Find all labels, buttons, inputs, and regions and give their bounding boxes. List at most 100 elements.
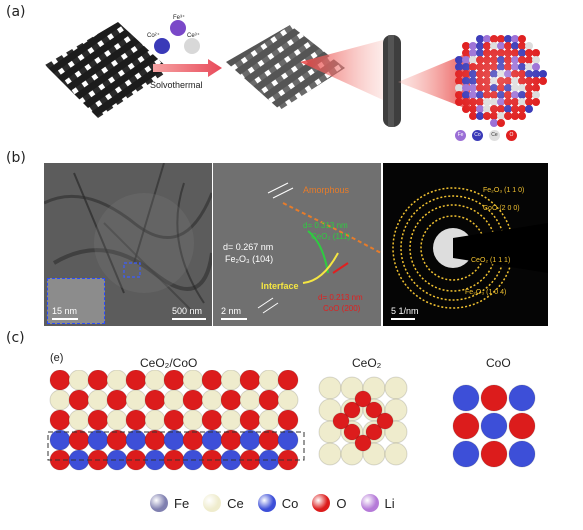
hrtem-scale-bar bbox=[221, 318, 247, 320]
slab-atom bbox=[277, 409, 299, 431]
slab-atom bbox=[277, 429, 299, 451]
coo-atom bbox=[452, 384, 480, 412]
coo-atom bbox=[508, 384, 536, 412]
slab-atom bbox=[49, 370, 71, 391]
ion-label-co: Co²⁺ bbox=[147, 33, 160, 39]
slab-atom bbox=[201, 370, 223, 391]
slab-atom bbox=[49, 389, 71, 411]
slab-atom bbox=[68, 370, 90, 391]
legend-c-item: Co bbox=[257, 494, 299, 512]
ion-label-ce: Ce³⁺ bbox=[187, 33, 200, 39]
model-title-ceo2-coo: CeO₂/CoO bbox=[140, 356, 198, 370]
slab-atom bbox=[144, 370, 166, 391]
panel-a-label: (a) bbox=[6, 4, 26, 20]
coo-atom bbox=[480, 412, 508, 440]
slab-atom bbox=[68, 429, 90, 451]
ceo2-atom bbox=[318, 442, 342, 466]
slab-atom bbox=[125, 370, 147, 391]
slab-atom bbox=[144, 389, 166, 411]
inset-scale: 15 nm bbox=[52, 306, 78, 316]
legend-c-label: Ce bbox=[227, 495, 244, 511]
interface-box bbox=[47, 431, 305, 461]
coo-atom bbox=[452, 412, 480, 440]
spacing-plane-label: Fe₂O₃ (104) bbox=[225, 254, 274, 264]
model-title-coo: CoO bbox=[486, 356, 511, 370]
panel-c-label: (c) bbox=[6, 330, 25, 346]
slab-atom bbox=[220, 429, 242, 451]
slab-atom bbox=[68, 389, 90, 411]
co-ion bbox=[154, 38, 170, 54]
atomic-models bbox=[47, 370, 536, 471]
legend-a-item: O bbox=[506, 130, 517, 141]
saed-rings bbox=[383, 163, 548, 326]
slab-atom bbox=[163, 429, 185, 451]
coated-cloth bbox=[226, 25, 345, 110]
slab-atom bbox=[106, 389, 128, 411]
slab-atom bbox=[239, 429, 261, 451]
red-plane-label: CoO (200) bbox=[323, 304, 361, 313]
legend-a-item: Ce bbox=[489, 130, 500, 141]
ceo2-o-atom bbox=[354, 434, 372, 452]
ceo2-o-atom bbox=[376, 412, 394, 430]
slab-atom bbox=[144, 409, 166, 431]
slab-atom bbox=[49, 429, 71, 451]
red-d-label: d= 0.213 nm bbox=[318, 293, 363, 302]
legend-a-item: Fe bbox=[455, 130, 466, 141]
legend-c-label: Co bbox=[281, 495, 299, 511]
slab-atom bbox=[239, 409, 261, 431]
hrtem-image: Amorphous d= 0.313 nm CeO₂ (111) d= 0.26… bbox=[213, 163, 381, 326]
hrtem-lattice bbox=[213, 163, 381, 326]
slab-atom bbox=[106, 370, 128, 391]
green-d-label: d= 0.313 nm bbox=[303, 221, 348, 230]
slab-atom bbox=[182, 429, 204, 451]
ce-ion bbox=[184, 38, 200, 54]
tem-scale: 500 nm bbox=[172, 306, 203, 316]
legend-c-label: O bbox=[336, 495, 347, 511]
slab-atom bbox=[220, 370, 242, 391]
ceo2-atom bbox=[318, 376, 342, 400]
slab-atom bbox=[106, 429, 128, 451]
saed-scale-bar bbox=[391, 318, 415, 320]
slab-atom bbox=[125, 409, 147, 431]
ring-label-4: Fe₂O₃ (1 0 4) bbox=[465, 289, 507, 296]
slab-atom bbox=[201, 389, 223, 411]
legend-c-item: Fe bbox=[150, 494, 189, 512]
tem-image: 15 nm 500 nm bbox=[44, 163, 212, 326]
slab-atom bbox=[87, 429, 109, 451]
tem-scale-bar bbox=[172, 318, 206, 320]
ceo2-atom bbox=[384, 442, 408, 466]
slab-atom bbox=[239, 389, 261, 411]
solvothermal-arrow bbox=[153, 59, 222, 77]
amorphous-label: Amorphous bbox=[303, 185, 350, 195]
slab-atom bbox=[201, 409, 223, 431]
slab-atom bbox=[258, 389, 280, 411]
spacing-d-label: d= 0.267 nm bbox=[223, 242, 274, 252]
ceo2-o-atom bbox=[343, 401, 361, 419]
panel-b-label: (b) bbox=[6, 150, 26, 166]
panel-e-label: (e) bbox=[50, 352, 64, 364]
slab-atom bbox=[125, 429, 147, 451]
coo-atom bbox=[480, 440, 508, 468]
legend-a-swatch: Fe bbox=[455, 130, 466, 141]
ceo2-o-atom bbox=[365, 401, 383, 419]
slab-atom bbox=[220, 409, 242, 431]
ceo2-o-atom bbox=[354, 390, 372, 408]
slab-atom bbox=[144, 429, 166, 451]
ceo2-o-atom bbox=[332, 412, 350, 430]
slab-atom bbox=[87, 389, 109, 411]
coo-atom bbox=[480, 384, 508, 412]
slab-atom bbox=[87, 370, 109, 391]
hrtem-scale: 2 nm bbox=[221, 306, 242, 316]
legend-c-swatch bbox=[203, 494, 222, 512]
legend-c-swatch bbox=[257, 494, 276, 512]
coo-atom bbox=[452, 440, 480, 468]
ring-label-1: Fe₂O₃ (1 1 0) bbox=[483, 187, 525, 194]
green-plane-label: CeO₂ (111) bbox=[311, 232, 351, 241]
legend-c-swatch bbox=[150, 494, 168, 512]
slab-atom bbox=[239, 370, 261, 391]
slab-atom bbox=[125, 389, 147, 411]
slab-atom bbox=[258, 409, 280, 431]
slab-atom bbox=[277, 389, 299, 411]
slab-atom bbox=[277, 370, 299, 391]
